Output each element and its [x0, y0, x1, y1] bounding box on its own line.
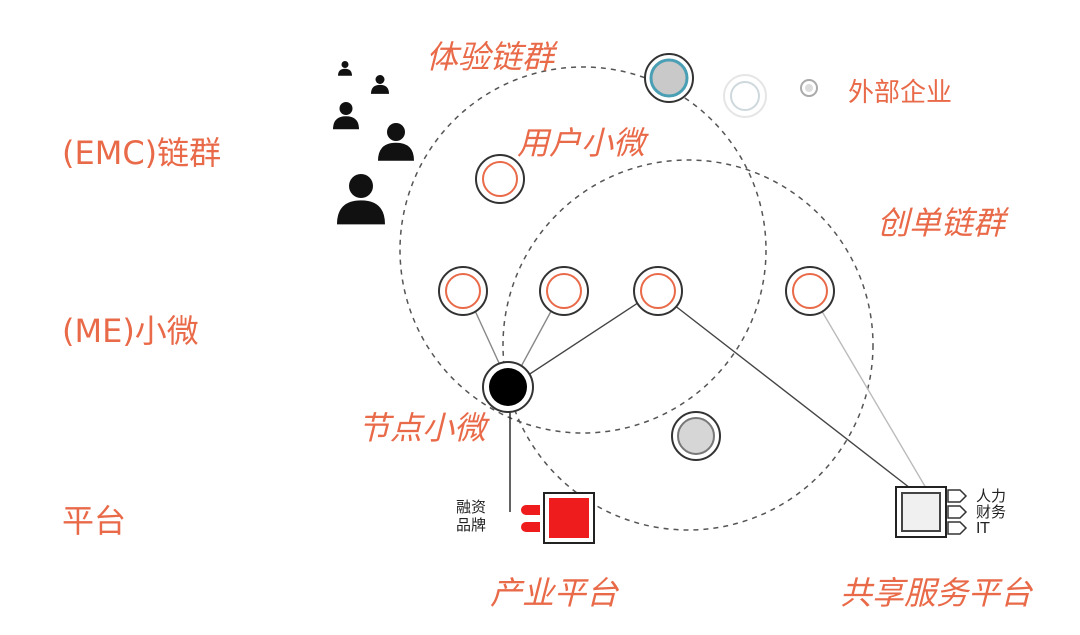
- shared-service-platform-icon: [895, 486, 968, 538]
- micro-circle-1: [438, 266, 488, 316]
- experience-chain-circle: [399, 66, 767, 434]
- line-micro3-to-shared: [655, 290, 911, 489]
- node-micro-circle: [482, 361, 534, 413]
- person-icon: [371, 75, 389, 94]
- user-icons: [333, 61, 414, 225]
- arrow-tag-icon: [947, 489, 968, 503]
- gray-micro-circle: [671, 411, 721, 461]
- platform-label: 平台: [62, 502, 127, 540]
- shared-tag-hr: 人力: [976, 487, 1007, 505]
- connector-tab-icon: [521, 522, 540, 532]
- creation-chain-circle: [502, 159, 874, 531]
- shared-tag-finance: 财务: [976, 503, 1007, 521]
- user-micro-circle: [475, 154, 525, 204]
- micro-circle-3: [633, 266, 683, 316]
- me-micro-label: (ME)小微: [62, 312, 199, 350]
- industry-platform-icon: [521, 492, 595, 544]
- external-enterprise-label: 外部企业: [848, 78, 953, 108]
- arrow-tag-icon: [947, 521, 968, 535]
- shared-service-platform-label: 共享服务平台: [840, 574, 1033, 612]
- industry-tag-finance: 融资: [456, 498, 487, 516]
- experience-chain-label: 体验链群: [426, 38, 555, 76]
- line-micro4-to-shared: [809, 290, 927, 489]
- person-icon: [338, 61, 352, 76]
- industry-tags: 融资 品牌: [456, 498, 486, 534]
- creation-chain-label: 创单链群: [877, 204, 1006, 242]
- industry-tag-brand: 品牌: [456, 516, 487, 534]
- arrow-tag-icon: [947, 505, 968, 519]
- person-icon: [333, 102, 359, 130]
- connector-tab-icon: [521, 505, 540, 515]
- industry-platform-label: 产业平台: [490, 574, 619, 612]
- node-micro-label: 节点小微: [358, 409, 487, 447]
- person-icon: [378, 123, 414, 161]
- connection-lines: [465, 290, 927, 512]
- shared-tag-it: IT: [976, 519, 990, 537]
- emc-chain-label: (EMC)链群: [62, 134, 222, 172]
- shared-service-tags: 人力 财务 IT: [976, 488, 1006, 536]
- micro-circle-2: [539, 266, 589, 316]
- user-micro-label: 用户小微: [517, 124, 646, 162]
- person-icon: [337, 174, 385, 225]
- line-node-to-micro-3: [509, 290, 657, 388]
- micro-circle-4: [785, 266, 835, 316]
